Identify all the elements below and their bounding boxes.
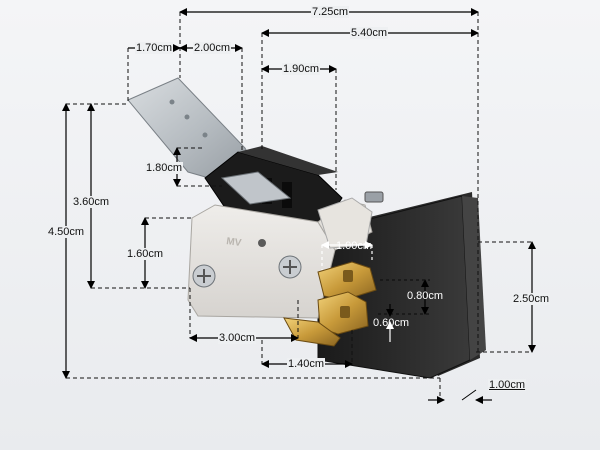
label-terminal-width: 1.00cm <box>336 240 373 252</box>
body-pin <box>258 239 266 247</box>
label-upper-height: 3.60cm <box>72 196 111 208</box>
body-marking: MV <box>226 236 243 249</box>
switch-illustration: MV <box>127 77 486 379</box>
left-screw <box>192 264 216 288</box>
label-mount-height: 1.60cm <box>126 248 165 260</box>
top-bolt <box>364 191 384 203</box>
label-lever-height: 1.80cm <box>145 162 184 174</box>
label-terminal-gap-1: 0.80cm <box>407 290 444 302</box>
label-terminal-span: 1.40cm <box>287 358 326 370</box>
label-overall-width: 7.25cm <box>311 6 350 18</box>
inner-dimension-lines <box>321 241 394 342</box>
label-plate-height: 2.50cm <box>512 293 551 305</box>
label-housing-width: 5.40cm <box>350 27 389 39</box>
actuator-top <box>238 146 338 175</box>
label-lever-offset: 2.00cm <box>193 42 232 54</box>
terminal-upper-hole <box>343 270 353 282</box>
label-terminal-gap-2: 0.60cm <box>373 317 410 329</box>
lever-dot-2 <box>184 114 190 120</box>
plate-edge <box>462 196 486 360</box>
bracket-tab <box>220 171 292 205</box>
terminal-dimension-lines <box>378 279 430 317</box>
label-lever-width: 1.70cm <box>135 42 174 54</box>
lever-dot-3 <box>202 132 208 138</box>
switch-body <box>187 204 336 319</box>
terminal-lower-hole <box>340 306 350 318</box>
right-screw <box>278 255 302 279</box>
lever-dot-1 <box>169 99 175 105</box>
label-bracket-width: 1.90cm <box>282 63 321 75</box>
extension-lines <box>66 12 532 400</box>
label-overall-height: 4.50cm <box>47 226 86 238</box>
label-body-width: 3.00cm <box>218 332 257 344</box>
label-plate-thickness: 1.00cm <box>488 379 527 391</box>
